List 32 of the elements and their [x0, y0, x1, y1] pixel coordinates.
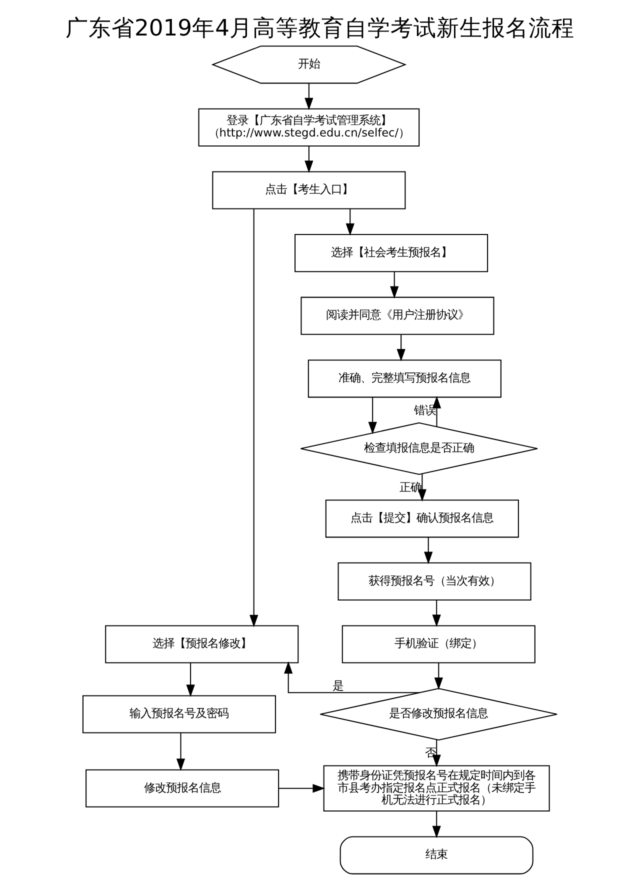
arrow — [186, 662, 195, 696]
node-box: 点击【提交】确认预报名信息 — [325, 499, 519, 538]
node-box: 结束 — [340, 836, 534, 874]
arrow — [368, 396, 377, 434]
arrow — [432, 600, 441, 626]
node-box: 手机验证（绑定） — [342, 624, 536, 663]
node-box: 修改预报名信息 — [86, 768, 280, 807]
arrow — [304, 146, 314, 172]
node-box: 点击【考生入口】 — [212, 170, 406, 209]
arrow — [432, 810, 441, 838]
arrow — [346, 208, 354, 236]
arrow — [432, 739, 441, 767]
arrow — [390, 271, 399, 298]
arrow — [432, 396, 442, 426]
node-box: 登录【广东省自学考试管理系统】 （http://www.stegd.edu.cn/selfec/） — [198, 108, 420, 146]
arrow — [284, 660, 420, 693]
arrow — [434, 662, 443, 690]
arrow — [250, 208, 258, 627]
node-box: 准确、完整填写预报名信息 — [308, 359, 502, 398]
arrow — [278, 784, 326, 792]
arrow — [304, 83, 314, 110]
node-box: 获得预报名号（当次有效） — [338, 562, 532, 600]
node-box: 阅读并同意《用户注册协议》 — [300, 296, 494, 334]
node-box: 选择【社会考生预报名】 — [294, 234, 488, 272]
node-box: 选择【预报名修改】 — [105, 624, 299, 663]
arrow — [176, 732, 186, 770]
arrow — [418, 473, 426, 502]
diagram-title: 广东省2019年4月高等教育自学考试新生报名流程 — [66, 14, 574, 41]
node-box: 携带身份证凭预报名号在规定时间内到各市县考办指定报名点正式报名（未绑定手机无法进行正式报名） — [323, 764, 550, 812]
arrow — [396, 334, 406, 361]
node-box: 输入预报名号及密码 — [82, 694, 276, 733]
arrow — [424, 537, 433, 564]
